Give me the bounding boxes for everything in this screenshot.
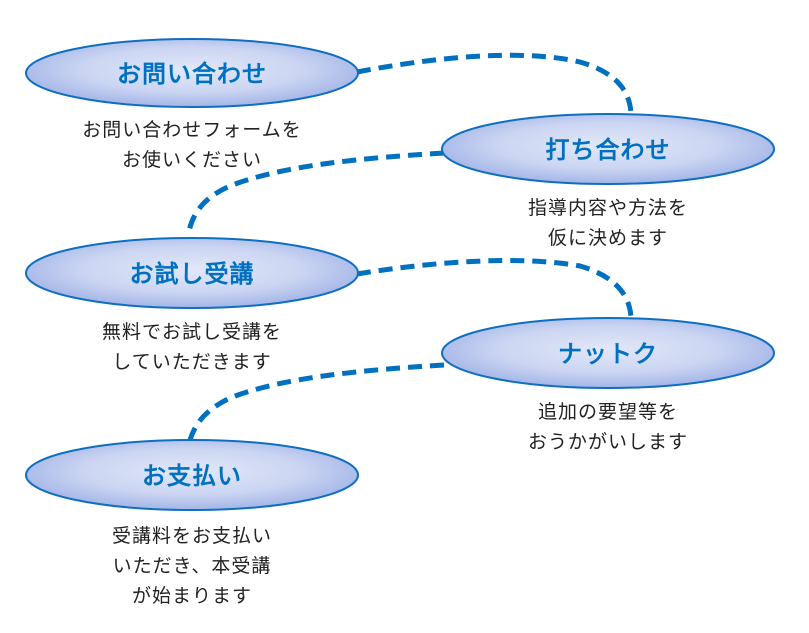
connector-1-2 xyxy=(356,52,634,115)
description-line: していただきます xyxy=(112,351,272,373)
description-line: お使いください xyxy=(121,149,262,171)
step-description-4: 追加の要望等を おうかがいします xyxy=(460,397,756,457)
step-node-5: お支払い xyxy=(25,439,359,511)
step-node-3: お試し受講 xyxy=(25,237,359,309)
step-description-3: 無料でお試し受講を していただきます xyxy=(42,317,342,377)
step-node-1: お問い合わせ xyxy=(25,38,359,108)
step-label: お支払い xyxy=(142,462,242,490)
step-node-4: ナットク xyxy=(441,317,775,389)
step-label: ナットク xyxy=(558,340,658,368)
step-description-5: 受講料をお支払い いただき、本受講 が始まります xyxy=(42,521,342,611)
description-line: 仮に決めます xyxy=(547,227,668,249)
step-node-2: 打ち合わせ xyxy=(441,113,775,185)
step-label: お問い合わせ xyxy=(117,60,267,88)
description-line: が始まります xyxy=(131,585,252,607)
description-line: おうかがいします xyxy=(527,431,688,453)
description-line: 無料でお試し受講を xyxy=(101,321,282,343)
description-line: 受講料をお支払い xyxy=(111,525,272,547)
description-line: 指導内容や方法を xyxy=(527,197,688,219)
step-label: お試し受講 xyxy=(130,260,255,288)
connectors xyxy=(185,52,634,441)
description-line: お問い合わせフォームを xyxy=(82,119,302,141)
step-description-2: 指導内容や方法を 仮に決めます xyxy=(460,193,756,253)
description-line: いただき、本受講 xyxy=(112,555,272,577)
connector-4-5 xyxy=(187,362,445,441)
step-label: 打ち合わせ xyxy=(546,136,671,164)
description-line: 追加の要望等を xyxy=(537,401,678,423)
step-description-1: お問い合わせフォームを お使いください xyxy=(42,115,342,175)
connector-3-4 xyxy=(356,258,634,319)
